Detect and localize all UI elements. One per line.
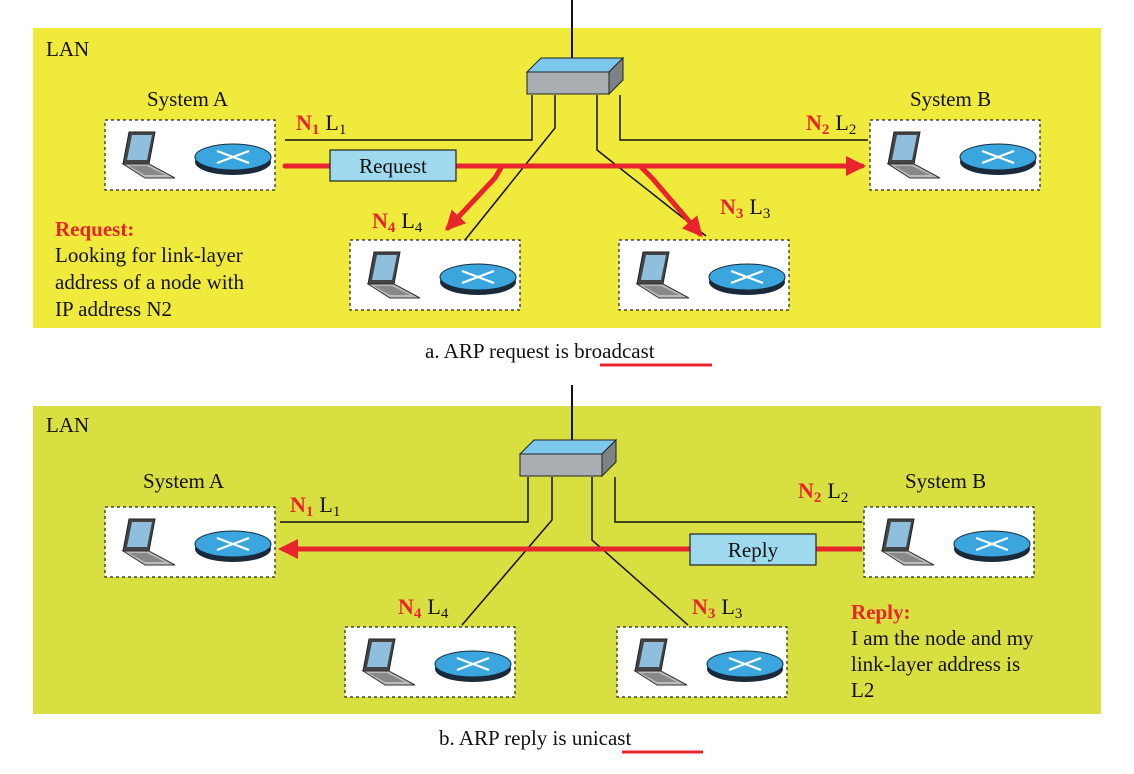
panel-b-wires (280, 477, 862, 626)
panel-b-note-line-2: link-layer address is (851, 652, 1020, 676)
panel-a-note-title: Request: (55, 217, 134, 241)
panel-b-note-title: Reply: (851, 600, 911, 624)
panel-b-note-line-3: L2 (851, 678, 874, 702)
panel-b-switch-icon (519, 439, 617, 477)
panel-a-node4-host (348, 238, 522, 312)
panel-a-note-line-1: Looking for link-layer (55, 243, 243, 267)
panel-b-system-b-title: System B (905, 469, 986, 493)
panel-a-note-line-2: address of a node with (55, 270, 244, 294)
panel-b-reply-packet-label: Reply (728, 538, 779, 562)
panel-b-note-line-1: I am the node and my (851, 626, 1034, 650)
panel-a-system-b-title: System B (910, 87, 991, 111)
panel-b-reply-packet (689, 533, 817, 566)
panel-a-system-a-host (103, 118, 277, 192)
panel-b-node4-host (343, 625, 517, 699)
panel-b-node3-host (615, 625, 789, 699)
panel-a-system-b-host (868, 118, 1042, 192)
panel-b-lan-label: LAN (46, 413, 89, 437)
panel-a-system-a-title: System A (147, 87, 229, 111)
panel-a-lan-label: LAN (46, 37, 89, 61)
panel-a-wires (285, 95, 868, 241)
panel-b-system-b-host (862, 505, 1036, 579)
panel-a-note-line-3: IP address N2 (55, 297, 172, 321)
panel-b-system-a-host (103, 505, 277, 579)
panel-a-request-packet-label: Request (359, 154, 427, 178)
panel-a-request-packet (329, 149, 457, 182)
panel-a-caption: a. ARP request is broadcast (425, 339, 655, 363)
panel-a-switch-icon (526, 57, 624, 95)
panel-b-system-a-title: System A (143, 469, 225, 493)
panel-b-caption: b. ARP reply is unicast (439, 726, 631, 750)
panel-a-node3-host (617, 238, 791, 312)
